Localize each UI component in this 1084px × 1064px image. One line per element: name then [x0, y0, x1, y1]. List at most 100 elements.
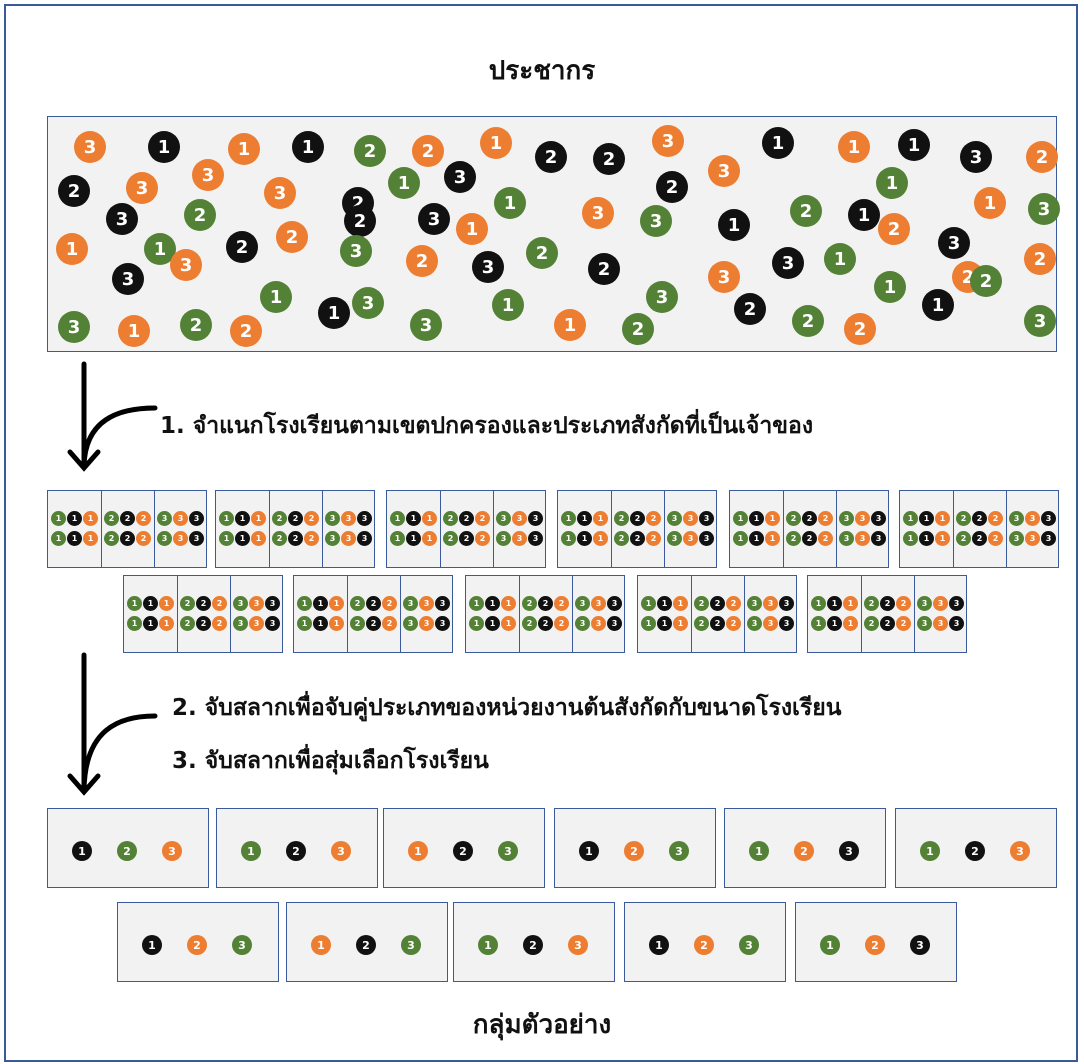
population-circle: 2: [844, 313, 876, 345]
stratum-circle: 1: [577, 531, 592, 546]
sample-circle: 1: [579, 841, 599, 861]
stratum-circle: 2: [272, 531, 287, 546]
stratum-circle: 1: [329, 596, 344, 611]
stratum-circle: 2: [988, 531, 1003, 546]
stratum-circle: 1: [733, 531, 748, 546]
stratum-circle: 3: [607, 596, 622, 611]
sample-circle: 3: [498, 841, 518, 861]
stratum-circle: 1: [733, 511, 748, 526]
stratum-circle: 1: [657, 596, 672, 611]
population-circle: 2: [276, 221, 308, 253]
stratum-circle: 2: [614, 511, 629, 526]
diagram-frame: [4, 4, 1078, 1062]
stratum-circle: 1: [406, 511, 421, 526]
stratum-circle: 3: [591, 616, 606, 631]
stratum-circle: 2: [630, 511, 645, 526]
stratum-circle: 2: [694, 616, 709, 631]
population-circle: 2: [535, 141, 567, 173]
population-circle: 3: [772, 247, 804, 279]
stratum-circle: 3: [189, 531, 204, 546]
stratum-circle: 3: [667, 531, 682, 546]
stratum-circle: 2: [538, 616, 553, 631]
sample-circle: 3: [331, 841, 351, 861]
stratum-circle: 1: [83, 531, 98, 546]
population-circle: 2: [230, 315, 262, 347]
population-circle: 3: [58, 311, 90, 343]
stratum-circle: 2: [988, 511, 1003, 526]
stratum-divider: [1006, 491, 1007, 567]
stratum-circle: 1: [469, 596, 484, 611]
stratum-circle: 2: [522, 616, 537, 631]
stratum-circle: 1: [313, 596, 328, 611]
population-title: ประชากร: [488, 56, 596, 86]
stratum-circle: 3: [173, 531, 188, 546]
stratum-circle: 1: [422, 531, 437, 546]
stratum-circle: 2: [180, 616, 195, 631]
stratum-circle: 1: [485, 616, 500, 631]
stratum-circle: 2: [288, 511, 303, 526]
population-circle: 3: [708, 261, 740, 293]
sample-circle: 2: [453, 841, 473, 861]
stratum-circle: 1: [641, 596, 656, 611]
population-circle: 1: [824, 243, 856, 275]
population-circle: 1: [118, 315, 150, 347]
stratum-circle: 2: [972, 531, 987, 546]
stratum-circle: 3: [357, 511, 372, 526]
stratum-circle: 1: [593, 531, 608, 546]
stratum-circle: 3: [747, 596, 762, 611]
population-circle: 1: [554, 309, 586, 341]
sample-circle: 1: [311, 935, 331, 955]
population-circle: 2: [180, 309, 212, 341]
sample-circle: 1: [478, 935, 498, 955]
stratum-circle: 3: [403, 596, 418, 611]
population-circle: 1: [480, 127, 512, 159]
population-circle: 1: [456, 213, 488, 245]
sample-circle: 2: [356, 935, 376, 955]
stratum-circle: 2: [459, 531, 474, 546]
step2-text: 2. จับสลากเพื่อจับคู่ประเภทของหน่วยงานต้…: [172, 695, 842, 721]
population-circle: 1: [318, 297, 350, 329]
stratum-circle: 3: [607, 616, 622, 631]
stratum-circle: 2: [614, 531, 629, 546]
population-circle: 3: [106, 203, 138, 235]
population-circle: 3: [646, 281, 678, 313]
stratum-circle: 3: [419, 596, 434, 611]
population-circle: 2: [58, 175, 90, 207]
stratum-circle: 1: [593, 511, 608, 526]
stratum-circle: 1: [297, 616, 312, 631]
sample-circle: 2: [865, 935, 885, 955]
stratum-circle: 1: [127, 616, 142, 631]
sample-circle: 2: [286, 841, 306, 861]
stratum-divider: [440, 491, 441, 567]
stratum-circle: 1: [219, 511, 234, 526]
stratum-circle: 1: [469, 616, 484, 631]
population-circle: 3: [582, 197, 614, 229]
stratum-circle: 3: [839, 511, 854, 526]
stratum-circle: 2: [196, 616, 211, 631]
population-circle: 2: [588, 253, 620, 285]
stratum-circle: 3: [435, 616, 450, 631]
sample-circle: 2: [794, 841, 814, 861]
stratum-circle: 2: [864, 596, 879, 611]
arrow-step1: [67, 361, 158, 472]
stratum-divider: [177, 576, 178, 652]
sample-circle: 2: [523, 935, 543, 955]
stratum-circle: 3: [233, 616, 248, 631]
population-circle: 2: [878, 213, 910, 245]
stratum-circle: 3: [189, 511, 204, 526]
stratum-circle: 3: [496, 511, 511, 526]
stratum-circle: 1: [485, 596, 500, 611]
stratum-circle: 3: [699, 531, 714, 546]
sample-circle: 3: [568, 935, 588, 955]
population-circle: 1: [228, 133, 260, 165]
population-circle: 3: [352, 287, 384, 319]
stratum-circle: 2: [350, 596, 365, 611]
stratum-circle: 2: [554, 596, 569, 611]
